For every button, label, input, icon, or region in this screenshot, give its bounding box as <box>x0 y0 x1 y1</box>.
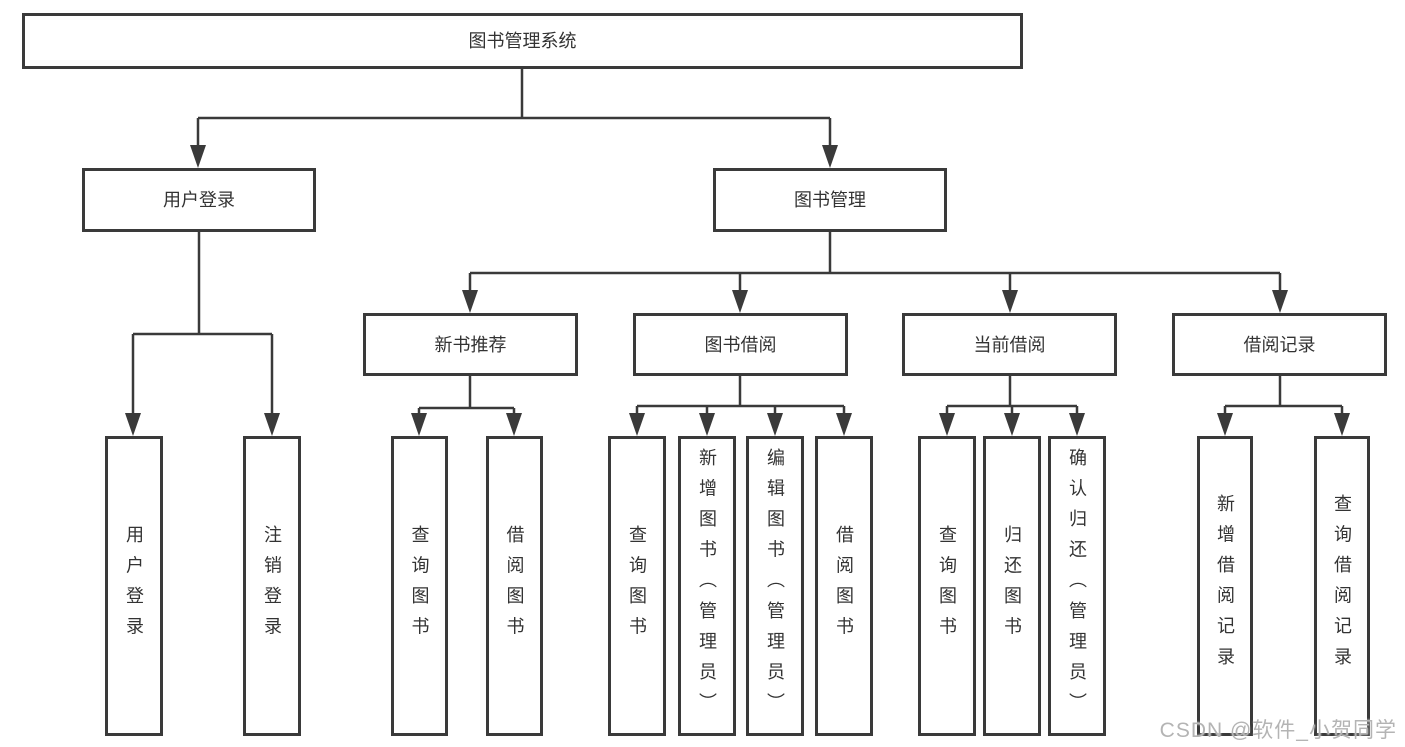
leaf-current-return-books-label: 归还图书 <box>1002 524 1022 648</box>
leaf-current-confirm-return-admin-label: 确认归还（管理员） <box>1067 448 1087 724</box>
leaf-borrowing-query-books-label: 查询图书 <box>627 524 647 648</box>
leaf-borrowing-borrow-books-label: 借阅图书 <box>834 524 854 648</box>
node-user-login: 用户登录 <box>82 168 316 232</box>
leaf-logout-label: 注销登录 <box>262 524 282 648</box>
leaf-borrowing-edit-books-admin-label: 编辑图书（管理员） <box>765 448 785 724</box>
leaf-records-query-borrow-record-label: 查询借阅记录 <box>1332 494 1352 678</box>
leaf-current-query-books-label: 查询图书 <box>937 524 957 648</box>
node-book-management: 图书管理 <box>713 168 947 232</box>
leaf-borrowing-add-books-admin-label: 新增图书（管理员） <box>697 448 717 724</box>
leaf-records-query-borrow-record: 查询借阅记录 <box>1314 436 1370 736</box>
leaf-borrowing-edit-books-admin: 编辑图书（管理员） <box>746 436 804 736</box>
node-root-library-management-system: 图书管理系统 <box>22 13 1023 69</box>
leaf-recommend-borrow-books: 借阅图书 <box>486 436 543 736</box>
leaf-records-add-borrow-record: 新增借阅记录 <box>1197 436 1253 736</box>
node-new-book-recommendation: 新书推荐 <box>363 313 578 376</box>
leaf-borrowing-query-books: 查询图书 <box>608 436 666 736</box>
node-current-borrowing: 当前借阅 <box>902 313 1117 376</box>
leaf-current-confirm-return-admin: 确认归还（管理员） <box>1048 436 1106 736</box>
watermark: CSDN @软件_小贺同学 <box>1159 719 1397 742</box>
leaf-recommend-query-books: 查询图书 <box>391 436 448 736</box>
leaf-current-return-books: 归还图书 <box>983 436 1041 736</box>
node-borrowing-records: 借阅记录 <box>1172 313 1387 376</box>
leaf-recommend-query-books-label: 查询图书 <box>409 524 430 648</box>
leaf-logout: 注销登录 <box>243 436 301 736</box>
leaf-user-login-label: 用户登录 <box>124 524 144 648</box>
leaf-current-query-books: 查询图书 <box>918 436 976 736</box>
node-book-borrowing: 图书借阅 <box>633 313 848 376</box>
leaf-borrowing-add-books-admin: 新增图书（管理员） <box>678 436 736 736</box>
leaf-borrowing-borrow-books: 借阅图书 <box>815 436 873 736</box>
leaf-recommend-borrow-books-label: 借阅图书 <box>504 524 525 648</box>
leaf-records-add-borrow-record-label: 新增借阅记录 <box>1215 494 1235 678</box>
leaf-user-login: 用户登录 <box>105 436 163 736</box>
